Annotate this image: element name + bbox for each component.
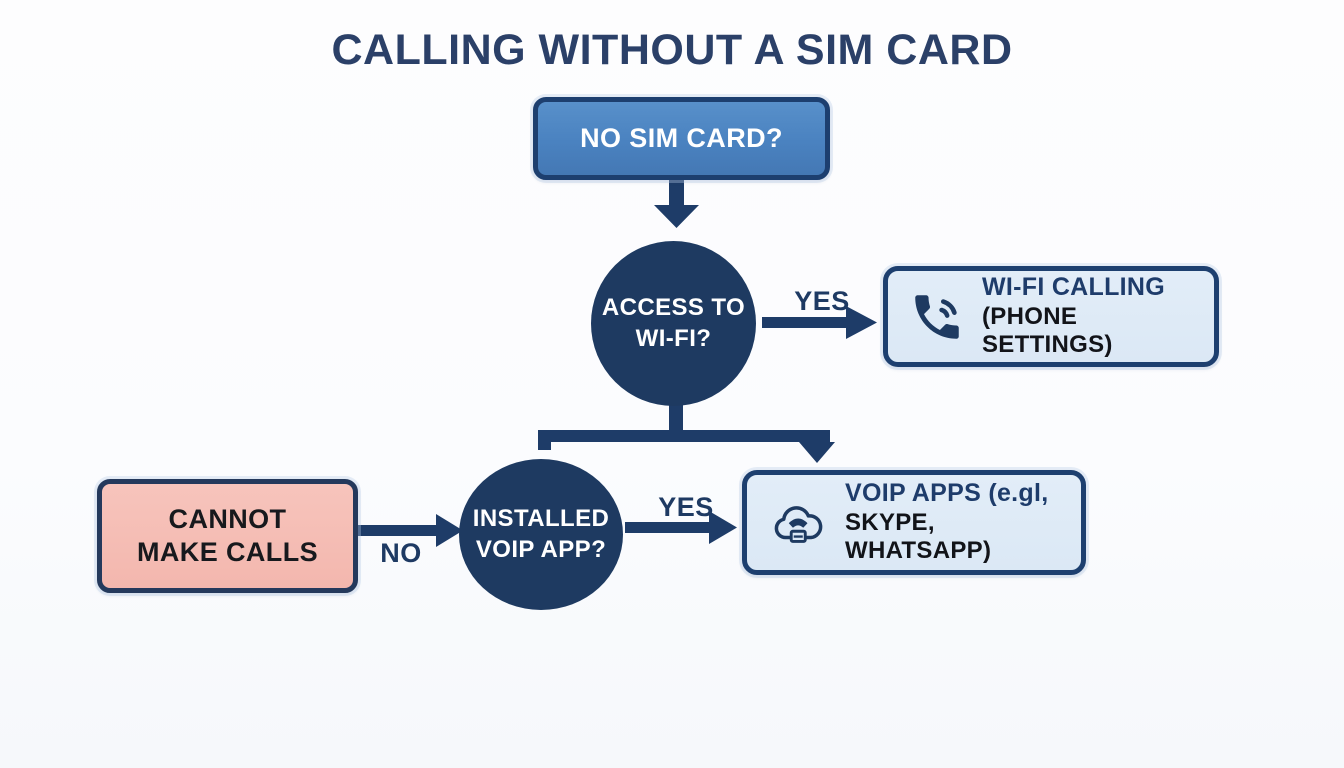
arrow-no-from-cannot-box	[352, 514, 463, 547]
node-decision-access-wifi: ACCESS TO WI-FI?	[591, 241, 756, 406]
wifi-calling-line2: (PHONE SETTINGS)	[982, 302, 1113, 359]
decision-voip-line1: INSTALLED	[472, 504, 610, 532]
decision-wifi-line2: TO WI-FI?	[635, 293, 746, 352]
arrow-yes-to-wifi-calling	[762, 306, 877, 339]
edge-label-no: NO	[380, 538, 422, 568]
edge-label-yes-bottom: YES	[658, 492, 714, 522]
voip-apps-line2: SKYPE, WHATSAPP)	[845, 508, 992, 565]
wifi-calling-line1: WI-FI CALLING	[982, 273, 1166, 302]
node-no-sim-card: NO SIM CARD?	[533, 97, 830, 180]
page-title: CALLING WITHOUT A SIM CARD	[331, 26, 1013, 74]
decision-voip-line2: VOIP APP?	[475, 535, 607, 563]
branch-connector-to-voip	[538, 402, 835, 463]
voip-apps-line1: VOIP APPS (e.gl,	[845, 479, 1049, 508]
decision-wifi-line1: ACCESS	[601, 293, 705, 321]
edge-label-yes-top: YES	[794, 286, 850, 316]
cannot-make-calls-line2: MAKE CALLS	[137, 537, 318, 567]
arrow-start-to-wifi-decision	[654, 176, 699, 228]
node-voip-apps: VOIP APPS (e.gl, SKYPE, WHATSAPP)	[742, 470, 1086, 575]
cannot-make-calls-line1: CANNOT	[168, 504, 287, 535]
arrow-yes-to-voip-apps	[625, 511, 737, 544]
phone-wifi-icon	[908, 288, 966, 346]
node-wifi-calling: WI-FI CALLING (PHONE SETTINGS)	[883, 266, 1219, 367]
node-no-sim-card-label: NO SIM CARD?	[580, 123, 783, 153]
cloud-phone-icon	[767, 497, 829, 549]
node-cannot-make-calls: CANNOT MAKE CALLS	[97, 479, 358, 593]
node-decision-installed-voip: INSTALLED VOIP APP?	[459, 459, 623, 610]
